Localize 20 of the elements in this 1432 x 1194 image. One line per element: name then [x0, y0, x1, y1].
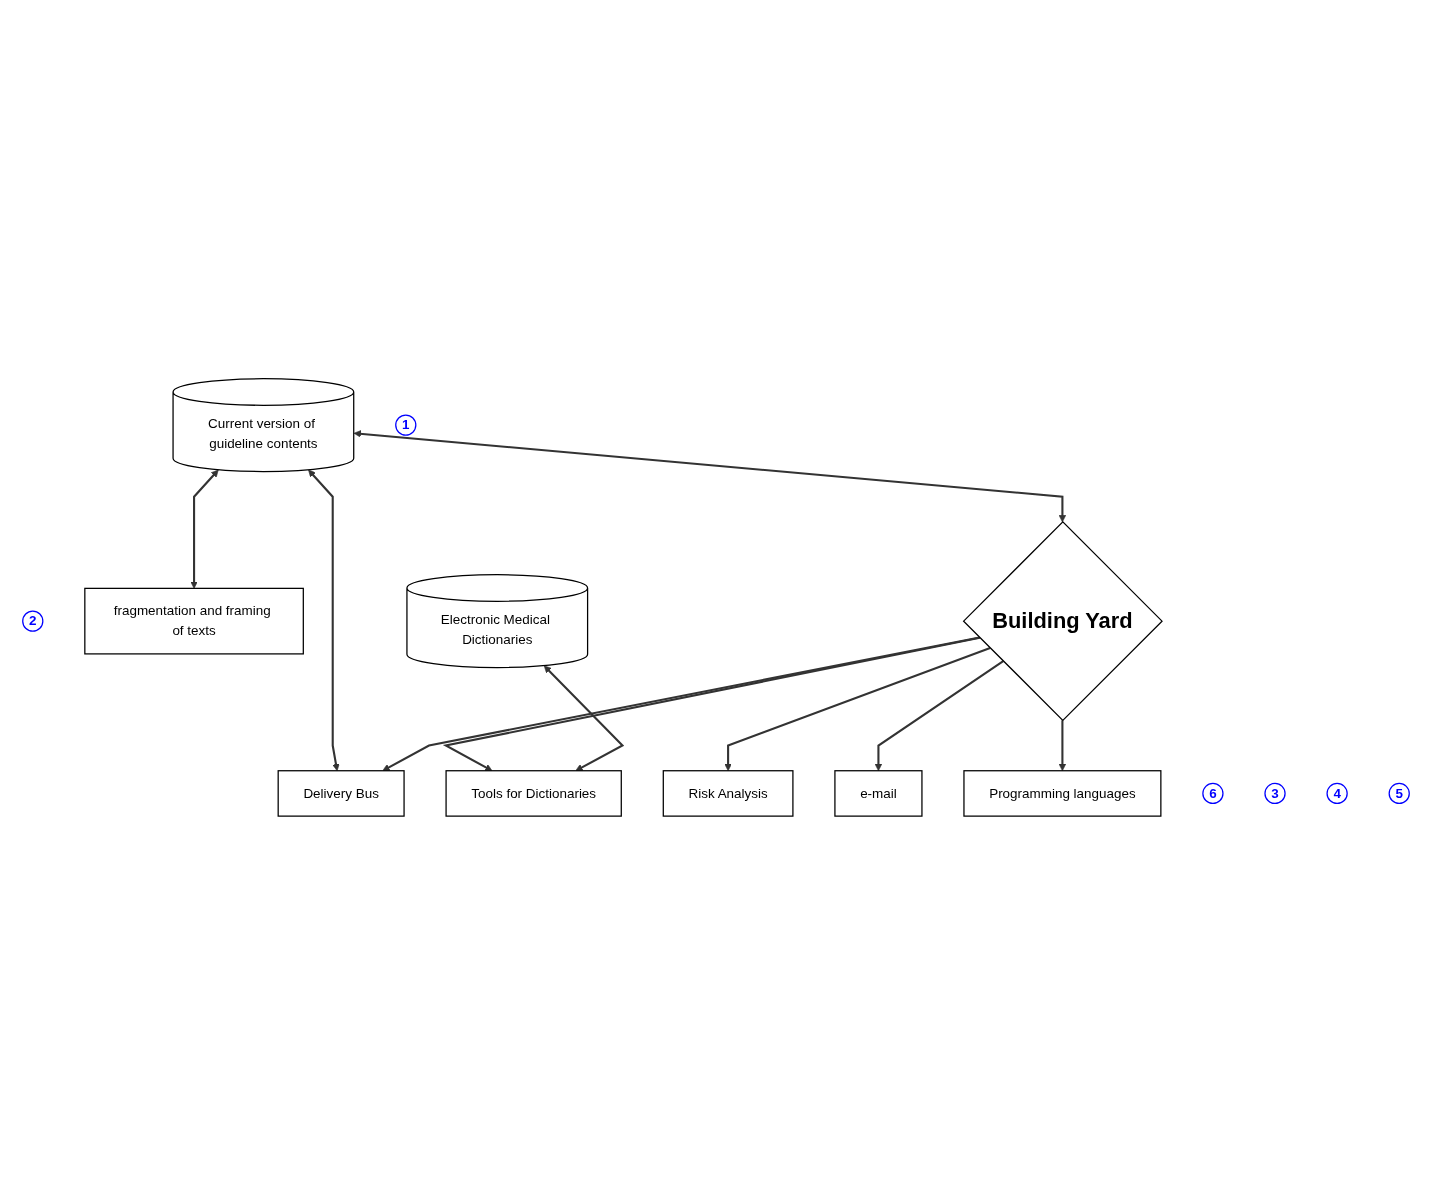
- node-box: Delivery Bus: [277, 769, 405, 817]
- node-circle: 1: [395, 414, 417, 436]
- node-box: Risk Analysis: [662, 769, 794, 817]
- node-box: Programming languages: [963, 769, 1162, 817]
- node-circle: 4: [1326, 782, 1348, 804]
- arrow: [190, 469, 219, 589]
- node-circle: 3: [1264, 782, 1286, 804]
- arrow: [308, 469, 340, 771]
- node-box: e-mail: [834, 769, 923, 817]
- node-circle: 5: [1388, 782, 1410, 804]
- node-circle: 6: [1202, 782, 1224, 804]
- node-diamond: Building Yard: [962, 520, 1163, 721]
- node-circle: 2: [22, 610, 44, 632]
- arrow: [353, 429, 1067, 522]
- arrow: [543, 665, 625, 771]
- node-box: Tools for Dictionaries: [445, 769, 622, 817]
- node-box: fragmentation and framing of texts: [84, 587, 304, 655]
- arrow: [724, 646, 991, 771]
- arrow: [1058, 719, 1067, 771]
- arrow: [874, 659, 1004, 771]
